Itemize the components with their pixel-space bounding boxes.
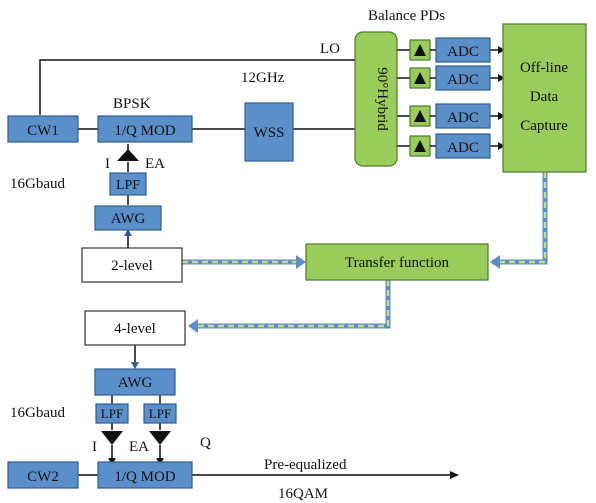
- awg-box-bottom: [94, 368, 176, 396]
- four-level-label: 4-level: [114, 321, 156, 337]
- wss-box: [244, 102, 294, 162]
- transfer-function-label: Transfer function: [345, 255, 450, 271]
- cw2-label: CW2: [27, 469, 59, 485]
- capture-line-1: Off-line: [520, 60, 568, 76]
- amplifier-icon-bottom-q: [149, 431, 171, 445]
- lpf-box-bottom-i: [95, 403, 129, 424]
- adc-label-3: ADC: [447, 110, 479, 126]
- arrowhead-awg-bottom: [131, 362, 139, 369]
- awg-label-bottom: AWG: [118, 375, 153, 391]
- awg-box-top: [94, 205, 162, 231]
- lpf-box-top: [109, 172, 147, 196]
- bpsk-label: BPSK: [113, 96, 151, 112]
- lpf-label-bottom-i: LPF: [101, 406, 123, 421]
- wss-freq-label: 12GHz: [241, 70, 285, 86]
- photodiode-pair-3: [409, 105, 431, 127]
- adc-label-4: ADC: [447, 140, 479, 156]
- adc-box-2: [435, 65, 491, 91]
- balance-pds-label: Balance PDs: [368, 8, 445, 24]
- photodiode-pair-2: [409, 67, 431, 89]
- capture-line-3: Capture: [520, 118, 568, 134]
- feedback-paths: [182, 172, 548, 333]
- hybrid-box: [354, 31, 398, 167]
- arrowhead-output: [450, 471, 459, 479]
- lo-label: LO: [320, 41, 340, 57]
- balanced-photodiodes: [409, 39, 436, 157]
- iq-modulator-top-label: 1/Q MOD: [114, 123, 175, 139]
- i-label-top: I: [105, 156, 110, 172]
- iq-modulator-top: [97, 115, 193, 143]
- wss-label: WSS: [254, 125, 285, 141]
- iq-modulator-bottom-label: 1/Q MOD: [114, 469, 175, 485]
- q-label-bottom: Q: [200, 435, 211, 451]
- adc-box-1: [435, 37, 491, 63]
- cw1-box: [7, 115, 79, 143]
- adc-label-2: ADC: [447, 72, 479, 88]
- feedback-arrowhead-transfer-left: [296, 255, 306, 269]
- two-level-label: 2-level: [111, 258, 153, 274]
- output-label-line2: 16QAM: [278, 486, 328, 502]
- ea-label-top: EA: [145, 156, 165, 172]
- cw1-label: CW1: [27, 123, 59, 139]
- signal-lines: [39, 49, 503, 476]
- baud-label-bottom: 16Gbaud: [10, 405, 65, 421]
- lpf-box-bottom-q: [143, 403, 177, 424]
- offline-capture-box: [502, 23, 587, 173]
- amplifier-icon-top: [117, 149, 139, 161]
- lpf-label-top: LPF: [116, 178, 140, 193]
- iq-modulator-bottom: [97, 461, 193, 489]
- arrowhead-capture-2: [498, 74, 505, 82]
- arrowhead-capture-1: [498, 46, 505, 54]
- arrowhead-awg-top: [124, 229, 132, 236]
- baud-label-top: 16Gbaud: [10, 176, 65, 192]
- i-label-bottom: I: [92, 439, 97, 455]
- capture-line-2: Data: [530, 89, 559, 105]
- arrowhead-capture-3: [498, 112, 505, 120]
- photodiode-pair-4: [409, 135, 431, 157]
- photodiode-pair-1: [409, 39, 431, 61]
- feedback-arrowhead-four-level: [188, 319, 198, 333]
- adc-label-1: ADC: [447, 44, 479, 60]
- output-label-line1: Pre-equalized: [264, 457, 347, 473]
- adc-box-4: [435, 133, 491, 159]
- hybrid-label: 90°Hybrid: [374, 67, 390, 131]
- awg-label-top: AWG: [111, 211, 146, 227]
- amplifier-icon-bottom-i: [101, 431, 123, 445]
- adc-box-3: [435, 103, 491, 129]
- lpf-label-bottom-q: LPF: [149, 406, 171, 421]
- feedback-arrowhead-transfer-in: [490, 255, 500, 269]
- two-level-box: [81, 247, 183, 283]
- four-level-box: [84, 310, 186, 346]
- arrowhead-capture-4: [498, 142, 505, 150]
- cw2-box: [7, 461, 79, 489]
- transfer-function-box: [305, 243, 489, 281]
- ea-label-bottom: EA: [129, 439, 149, 455]
